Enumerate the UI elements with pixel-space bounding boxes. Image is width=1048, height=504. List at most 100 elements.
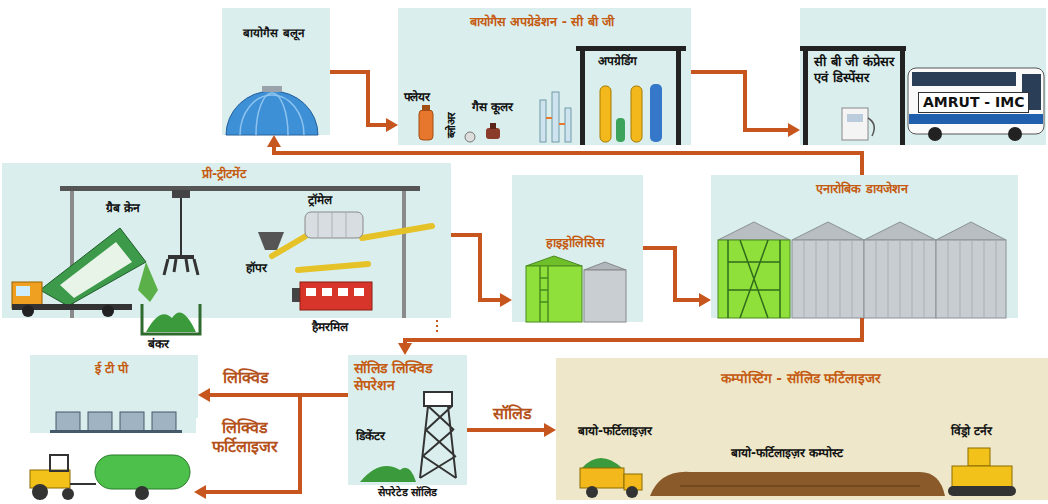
arrow-head	[699, 293, 711, 307]
digester-silos	[718, 240, 790, 318]
compost-windrow	[650, 472, 945, 496]
fertilizer-branch	[194, 395, 300, 499]
scrubber-columns	[540, 100, 546, 142]
conveyors	[272, 236, 306, 256]
conveyors	[298, 264, 368, 270]
hammermill	[338, 288, 348, 296]
node-label: सॉलिड लिक्विड सेपरेशन	[354, 360, 462, 394]
panel-fill	[556, 358, 1048, 500]
crane-beam	[402, 191, 406, 318]
node-label: ट्रॉमेल	[308, 193, 332, 207]
tanker-tractor	[32, 484, 48, 500]
compost-windrow	[650, 472, 945, 496]
digester-silos	[804, 240, 852, 318]
grab-crane	[164, 259, 198, 275]
text-slot: सी बी जी कंप्रेसर एवं डिस्पेंसर	[814, 54, 896, 85]
hopper	[258, 232, 284, 250]
text-slot: गैस कूलर	[472, 100, 513, 114]
garbage-truck	[40, 228, 146, 306]
garbage-truck	[102, 305, 114, 317]
tanker-tractor	[30, 455, 190, 500]
trommel	[305, 212, 363, 238]
flow-label: सॉलिड	[472, 404, 552, 423]
digester-silos	[718, 222, 790, 240]
node-label: AMRUT - IMC	[918, 92, 1029, 113]
process-panel: बायोगैस बलून	[222, 8, 330, 135]
decanter	[360, 466, 416, 482]
etp-tanks	[152, 412, 176, 431]
fertilizer-truck	[580, 458, 642, 498]
arrow-head	[788, 123, 800, 137]
gas-cylinders	[600, 86, 611, 142]
etp-tanks	[50, 430, 182, 433]
text-slot: हैमरमिल	[312, 320, 348, 334]
biogas-balloon	[256, 93, 288, 135]
garbage-truck	[12, 228, 158, 317]
bus	[1008, 127, 1022, 141]
node-label: बायोगैस अपग्रेडेशन - सी बी जी	[398, 14, 686, 29]
hammermill	[300, 282, 372, 310]
windrow-turner	[948, 448, 1016, 496]
biogas-balloon	[240, 95, 304, 135]
text-slot: हॉपर	[246, 261, 267, 275]
text-slot: बायोगैस बलून	[222, 26, 325, 40]
node-label: विंड्रो टर्नर	[951, 424, 992, 438]
fertilizer-truck	[580, 468, 624, 488]
upgrading-gantry	[576, 46, 686, 51]
process-panel: हाइड्रोलिसिस	[512, 175, 643, 322]
arrow-head	[398, 343, 412, 355]
compost-windrow	[680, 485, 920, 487]
panel-fill	[30, 355, 198, 433]
windrow-turner	[948, 486, 1016, 496]
node-label: बायो-फर्टिलाइज़र कम्पोस्ट	[731, 446, 843, 460]
tanker-tractor	[62, 488, 74, 500]
decanter	[420, 406, 456, 478]
text-slot: कम्पोस्टिंग - सॉलिड फर्टिलाइजर	[556, 370, 1046, 386]
etp-tanks	[56, 412, 80, 431]
text-slot: बायो-फर्टिलाइज़र कम्पोस्ट	[731, 446, 843, 460]
garbage-truck	[138, 262, 158, 302]
text-slot: सॉलिड	[472, 404, 552, 423]
gas-cooler	[490, 123, 496, 129]
node-label: बायो-फर्टिलाइज़र	[578, 424, 652, 438]
cbg-dispenser	[842, 108, 874, 140]
hydrolysis-tanks	[526, 256, 582, 266]
trommel	[318, 212, 346, 238]
gas-cooler	[486, 128, 500, 139]
gas-cylinders	[616, 118, 625, 142]
panel-fill	[398, 8, 691, 145]
flare-stack	[419, 105, 433, 140]
hydrolysis-tanks	[526, 256, 626, 322]
blower	[465, 132, 475, 142]
etp-tanks	[88, 412, 112, 431]
arrow-head	[544, 423, 556, 437]
gas-cylinders	[631, 86, 642, 142]
windrow-turner	[968, 448, 990, 466]
node-label: बंकर	[148, 337, 169, 351]
hydrolysis-tanks	[584, 262, 626, 270]
fertilizer-truck	[586, 486, 598, 498]
upgrading-gantry	[580, 51, 585, 145]
hammermill	[306, 288, 316, 296]
flare-stack	[422, 105, 430, 111]
tanker-tractor	[50, 455, 68, 471]
text-slot: हाइड्रोलिसिस	[512, 235, 638, 250]
cbg-gantry	[803, 51, 808, 145]
garbage-truck	[16, 286, 30, 296]
bus	[909, 114, 1043, 124]
text-slot: सॉलिड लिक्विड सेपरेशन	[354, 360, 462, 394]
node-label: अपग्रेडिंग	[598, 54, 637, 68]
bus	[908, 68, 1044, 141]
node-label: प्री-ट्रीटमेंट	[2, 166, 446, 181]
grab-crane	[168, 255, 194, 259]
gas-cylinders	[600, 84, 662, 142]
node-label: हैमरमिल	[312, 320, 348, 334]
flow-arrow	[467, 423, 556, 437]
flow-arrow	[330, 72, 398, 132]
blower	[465, 132, 475, 142]
cbg-gantry	[800, 46, 906, 145]
tanker-tractor	[70, 483, 96, 485]
panel-fill	[348, 355, 467, 485]
digester-silos	[876, 240, 924, 318]
hopper	[258, 232, 284, 250]
